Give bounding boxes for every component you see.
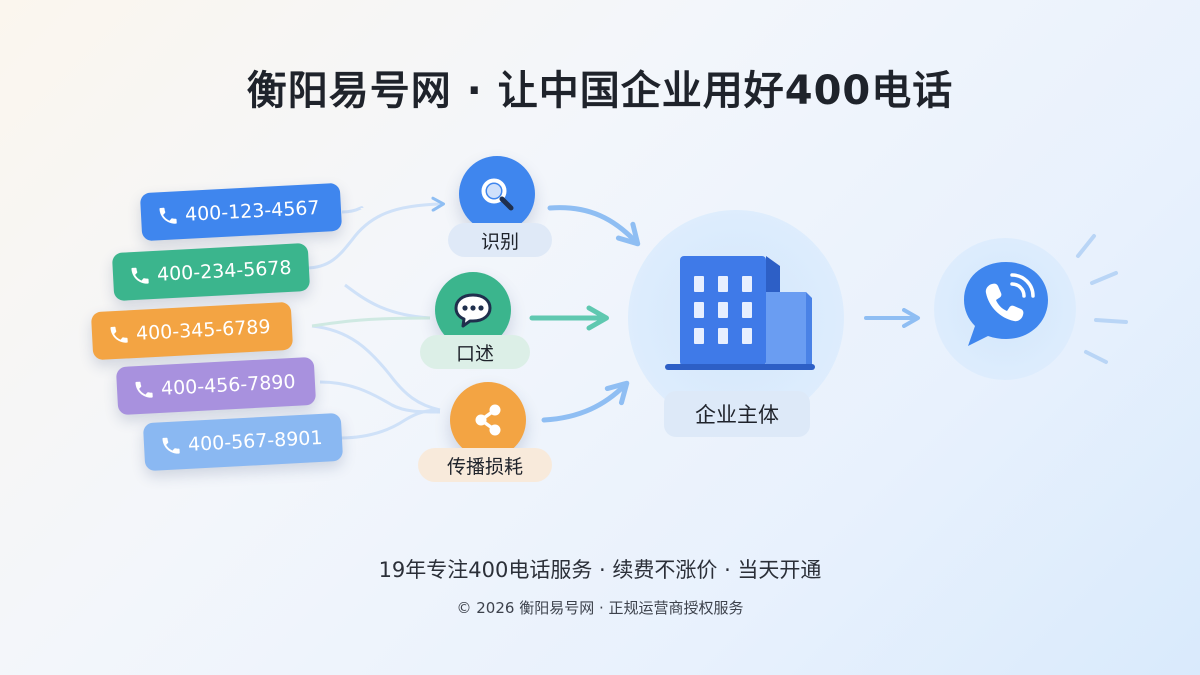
step-badge-loss [450,382,526,458]
step-label: 识别 [448,223,552,257]
office-building-icon [665,256,815,370]
phone-number-text: 400-234-5678 [156,256,293,286]
step-label: 口述 [420,335,530,369]
phone-icon [135,381,153,398]
phone-icon [162,437,180,454]
phone-number-pill: 400-456-7890 [115,356,317,416]
page-title: 衡阳易号网 · 让中国企业用好400电话 [246,68,954,114]
ringing-lines [1076,234,1128,364]
phone-number-pill: 400-345-6789 [90,301,294,361]
step-badge-identify [459,156,535,232]
phone-number-text: 400-123-4567 [184,196,321,226]
tagline: 19年专注400电话服务 · 续费不涨价 · 当天开通 [378,558,822,582]
copyright: © 2026 衡阳易号网 · 正规运营商授权服务 [456,599,744,617]
chat-bubble-icon [454,293,492,328]
step-label: 传播损耗 [418,448,552,482]
share-icon [475,404,501,436]
search-icon [481,178,514,211]
phone-number-text: 400-345-6789 [135,315,272,345]
phone-icon [110,326,128,343]
phone-icon [159,207,177,224]
phone-number-pill: 400-123-4567 [139,182,343,242]
phone-number-text: 400-456-7890 [160,370,297,400]
phone-call-bubble-icon [964,262,1048,346]
phone-number-pill: 400-567-8901 [142,412,344,472]
entity-label: 企业主体 [664,391,810,437]
phone-number-text: 400-567-8901 [187,426,324,456]
phone-number-pill: 400-234-5678 [111,242,311,302]
phone-icon [131,267,149,284]
